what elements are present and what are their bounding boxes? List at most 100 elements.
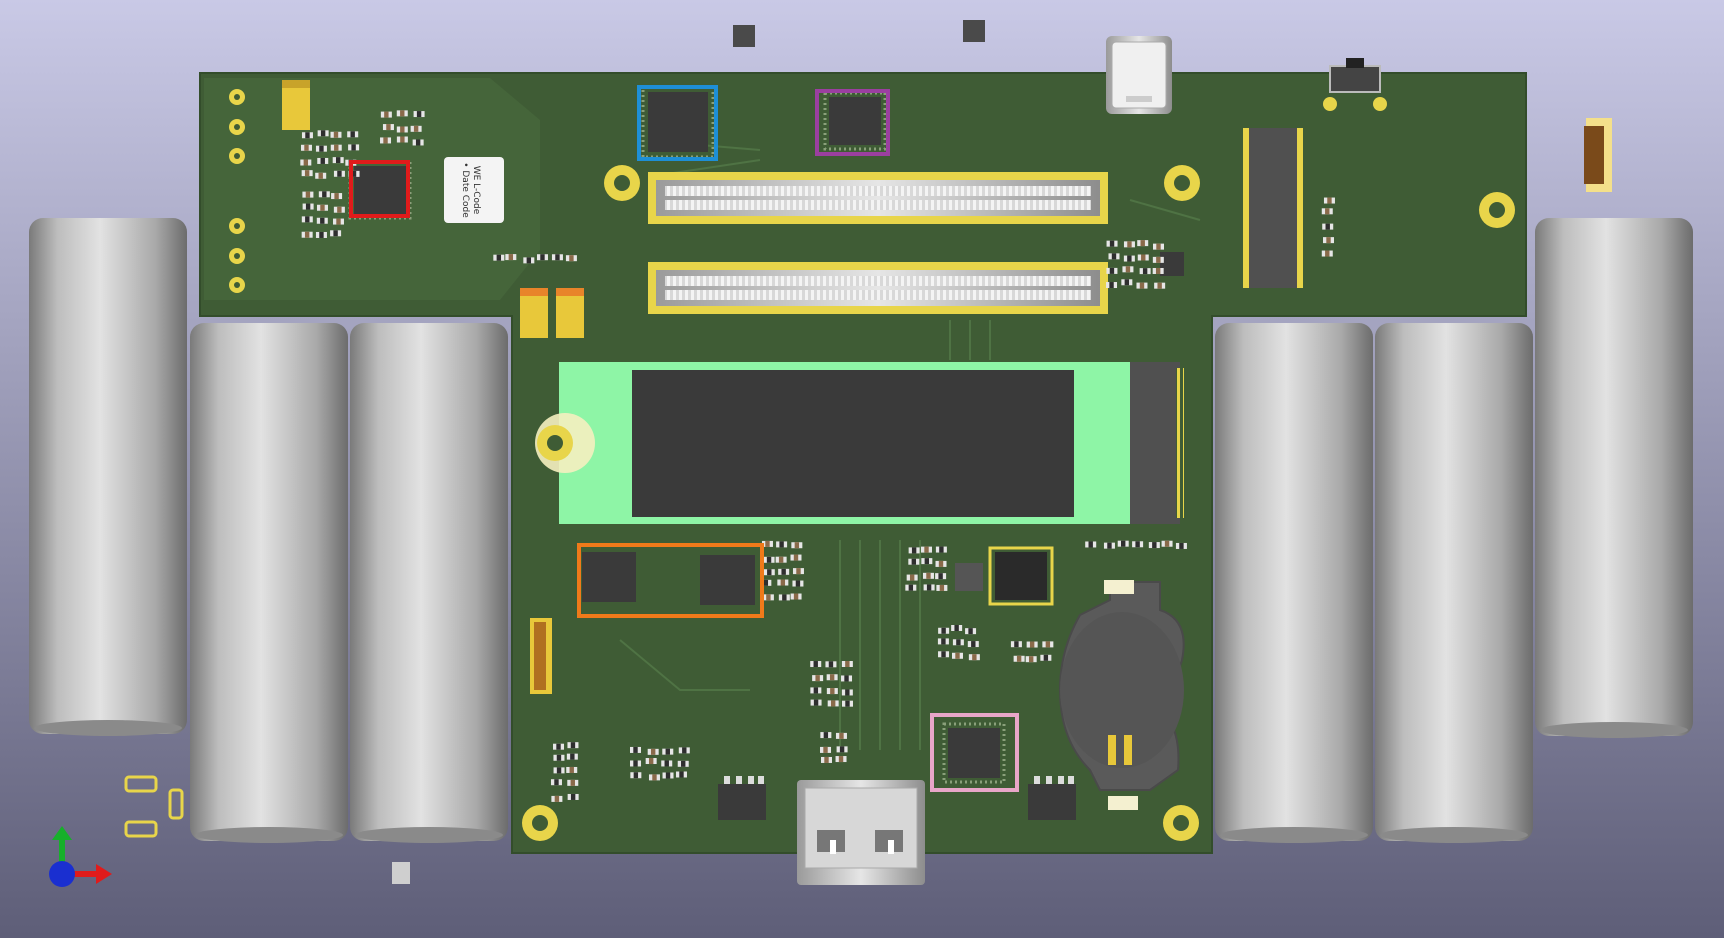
smd-passive [410, 125, 422, 132]
m2-module[interactable] [535, 362, 1184, 524]
ic-chip[interactable] [582, 552, 636, 602]
smd-passive [1122, 266, 1134, 273]
board-to-board-connector[interactable] [648, 262, 1108, 314]
smd-passive [493, 254, 505, 261]
smd-passive [330, 131, 342, 138]
smd-passive [315, 172, 327, 179]
smd-passive [763, 569, 775, 576]
smd-passive [826, 674, 838, 681]
smd-passive [1040, 654, 1052, 661]
loose-components [124, 20, 985, 884]
ic-chip[interactable] [1160, 252, 1184, 276]
mounting-hole [1164, 165, 1200, 201]
smd-passive [841, 700, 853, 707]
smd-passive [1137, 254, 1149, 261]
smd-passive [935, 546, 947, 553]
smd-passive [1322, 223, 1334, 230]
battery-cell[interactable] [350, 323, 508, 843]
usb-c-connector[interactable] [797, 780, 925, 885]
tantalum-capacitor[interactable] [520, 288, 548, 338]
coin-cell-holder[interactable] [1058, 580, 1185, 810]
smd-passive [551, 795, 563, 802]
smd-passive [908, 558, 920, 565]
smd-passive [315, 231, 327, 238]
z-axis-dot [49, 861, 75, 887]
battery-cell[interactable] [29, 218, 187, 736]
smd-passive [922, 572, 934, 579]
ic-chip[interactable] [348, 160, 412, 220]
tantalum-capacitor[interactable] [556, 288, 584, 338]
x-axis-arrow [96, 864, 112, 884]
smd-passive [661, 760, 673, 767]
pcb-traces [619, 144, 1201, 750]
smd-passive [330, 144, 342, 151]
smd-passive [921, 546, 933, 553]
smd-passive [1085, 541, 1097, 548]
smd-passive [820, 756, 832, 763]
smd-passive [662, 772, 674, 779]
push-button[interactable] [1323, 58, 1387, 111]
smd-passive [1010, 641, 1022, 648]
sot-package[interactable] [718, 776, 766, 820]
test-pads [234, 94, 240, 288]
smd-passive [317, 157, 329, 164]
smd-passive [820, 732, 832, 739]
smd-passive [835, 756, 847, 763]
mounting-hole [1479, 192, 1515, 228]
smd-passive [812, 675, 824, 682]
usb-c-connector[interactable] [1106, 36, 1172, 114]
smd-passive [648, 774, 660, 781]
board-to-board-connector[interactable] [648, 172, 1108, 224]
smd-passive [553, 743, 565, 750]
smd-passive [763, 556, 775, 563]
smd-passive [1152, 256, 1164, 263]
smd-passive [967, 641, 979, 648]
smd-passive [761, 540, 773, 547]
battery-cell[interactable] [1535, 218, 1693, 738]
smd-passive [775, 556, 787, 563]
smd-passive [301, 132, 313, 139]
battery-cell[interactable] [190, 323, 348, 843]
smd-passive [1161, 540, 1173, 547]
smd-passive [1152, 243, 1164, 250]
smd-passive [1136, 282, 1148, 289]
sot-package[interactable] [1028, 776, 1076, 820]
smd-passive [777, 579, 789, 586]
ic-chip[interactable] [942, 722, 1006, 784]
smd-passive [647, 748, 659, 755]
smd-passive [1025, 656, 1037, 663]
ic-chip[interactable] [823, 91, 887, 151]
fpc-connector[interactable] [1584, 118, 1612, 192]
smd-passive [333, 206, 345, 213]
mounting-hole [1163, 805, 1199, 841]
m2-connector[interactable] [1243, 128, 1303, 288]
smd-passive [1042, 641, 1054, 648]
smd-passive [1117, 540, 1129, 547]
smd-passive [316, 204, 328, 211]
smd-passive [921, 558, 933, 565]
battery-cell[interactable] [1375, 323, 1533, 843]
ic-chip[interactable] [955, 563, 983, 591]
fpc-connector[interactable] [530, 618, 552, 694]
smd-passive [790, 593, 802, 600]
ic-chip[interactable] [700, 555, 755, 605]
smd-passive [1175, 542, 1187, 549]
smd-passive [301, 216, 313, 223]
smd-passive [810, 661, 822, 668]
inductor[interactable] [988, 546, 1054, 606]
smd-passive [778, 594, 790, 601]
ic-chip[interactable] [641, 85, 715, 159]
smd-passive [566, 766, 578, 773]
smd-passive [678, 747, 690, 754]
highlight-orange [577, 543, 764, 618]
smd-passive [317, 130, 329, 137]
smd-passive [938, 627, 950, 634]
tantalum-capacitor[interactable] [282, 80, 310, 130]
smd-passive [382, 124, 394, 131]
smd-passive [662, 748, 674, 755]
power-inductor[interactable]: WE L-Code • Date Code [444, 157, 504, 223]
smd-passive [841, 661, 853, 668]
battery-cell[interactable] [1215, 323, 1373, 843]
